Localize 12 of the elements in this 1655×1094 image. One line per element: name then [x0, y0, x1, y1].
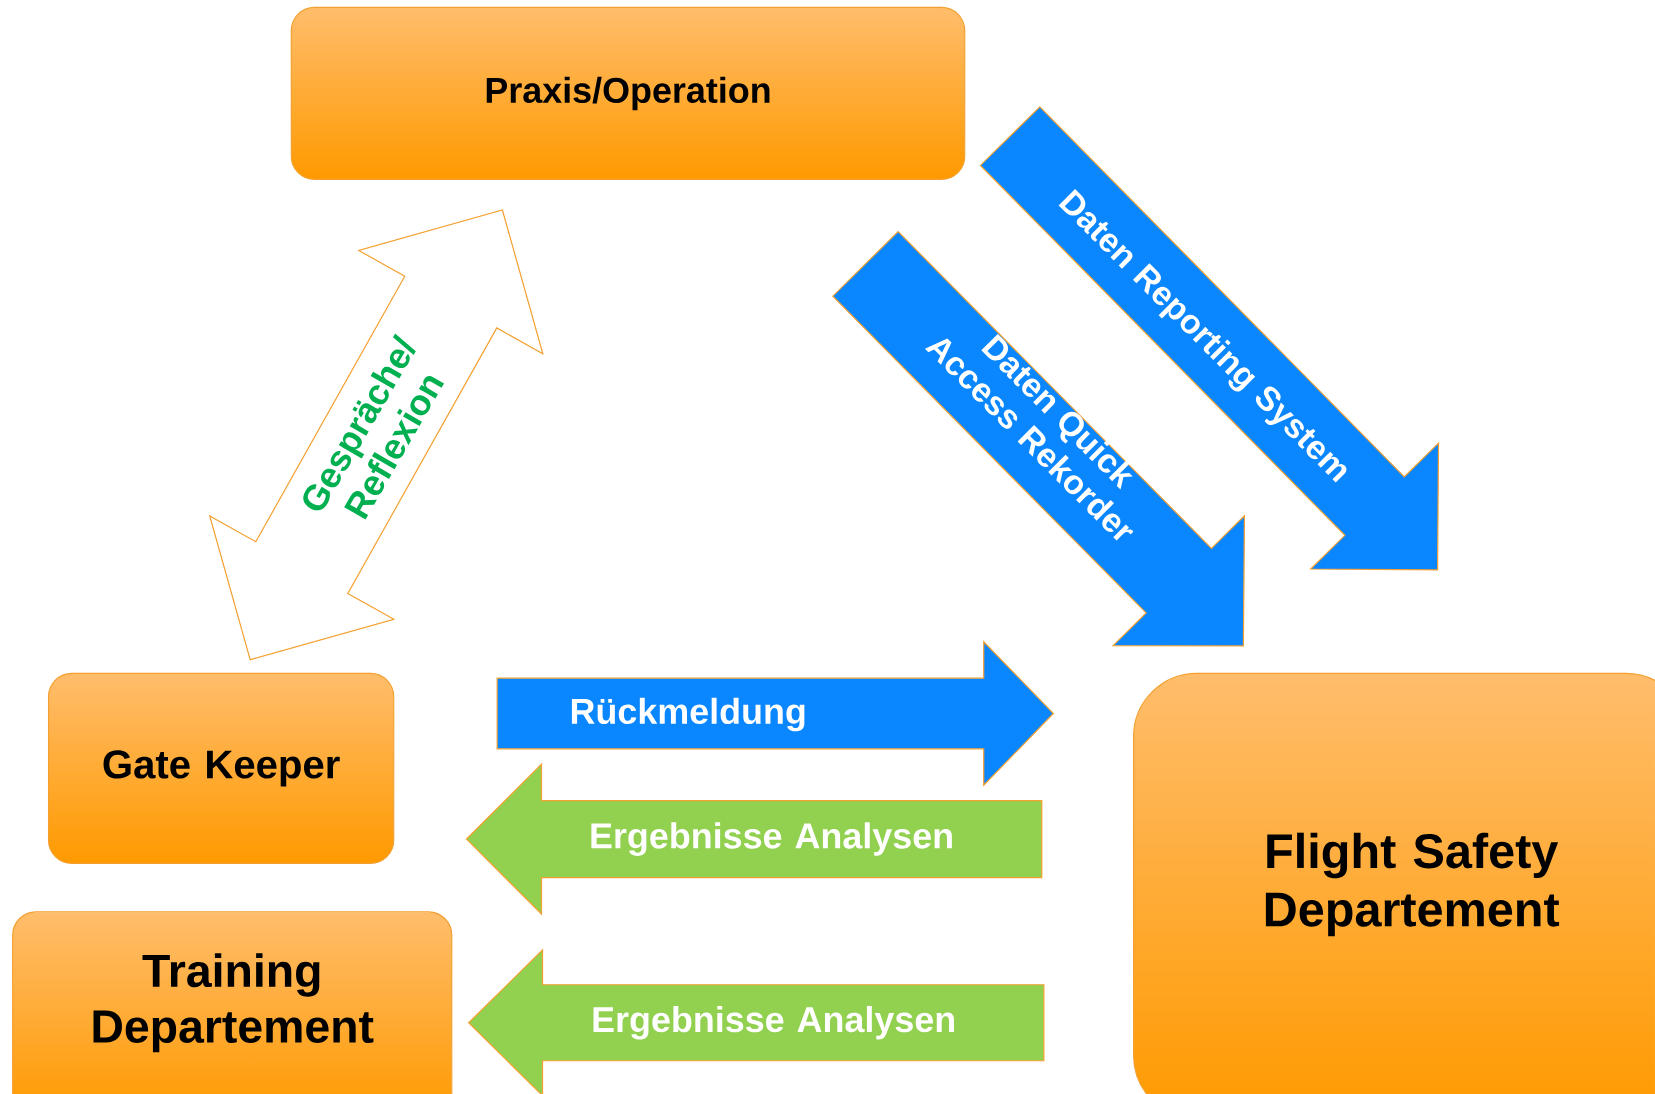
process-box: Flight Safety Departement: [1133, 672, 1655, 1094]
process-box: Praxis/Operation: [290, 6, 966, 181]
double-block-arrow: [208, 209, 544, 661]
edge-label: Ergebnisse Analysen: [593, 1005, 954, 1040]
block-arrow: [467, 948, 1045, 1094]
process-box: Gate Keeper: [47, 672, 395, 864]
edge-label: Ergebnisse Analysen: [591, 822, 952, 856]
block-arrow: [979, 106, 1440, 571]
edge-label: Rückmeldung: [571, 697, 805, 732]
process-box: Training Departement: [12, 911, 453, 1094]
block-arrow: [465, 762, 1043, 916]
block-arrow: [496, 640, 1055, 787]
